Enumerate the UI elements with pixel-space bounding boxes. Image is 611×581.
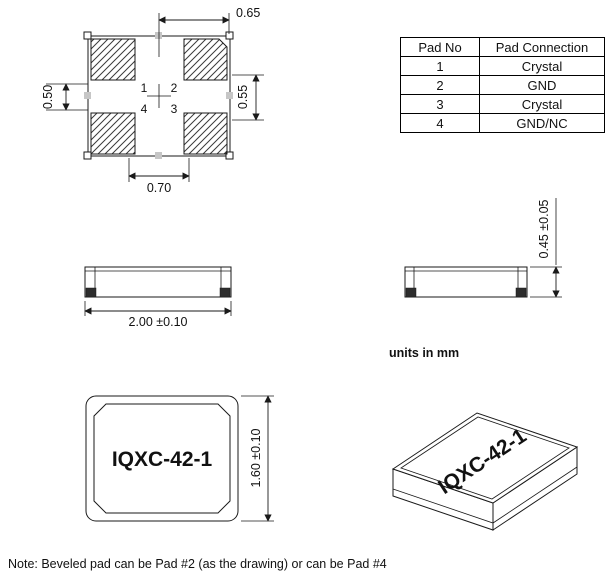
table-cell-connection: GND/NC — [479, 113, 605, 133]
dim-bottom: 0.70 — [128, 158, 190, 195]
dim-height-value: 0.45 ±0.05 — [537, 199, 551, 258]
corner-mark — [225, 31, 234, 40]
note-text: Note: Beveled pad can be Pad #2 (as the … — [8, 557, 387, 571]
part-number-text: IQXC-42-1 — [112, 448, 213, 471]
corner-mark — [225, 151, 234, 160]
dim-width-value: 2.00 ±0.10 — [129, 315, 188, 329]
pad-4 — [90, 112, 136, 155]
pad-2-label: 2 — [171, 81, 178, 95]
dim-left-value: 0.50 — [41, 85, 55, 109]
table-row: 4 GND/NC — [400, 113, 605, 133]
side-view-right: 0.45 ±0.05 — [404, 198, 562, 298]
pad-3 — [183, 112, 228, 155]
iso-view: IQXC-42-1 — [391, 412, 579, 531]
iso-base-seam — [392, 466, 578, 524]
units-label: units in mm — [389, 346, 459, 360]
table-cell-pad-no: 4 — [400, 113, 480, 133]
pad-3-label: 3 — [171, 102, 178, 116]
solder-pad — [515, 287, 527, 298]
solder-pad — [85, 287, 97, 298]
pad-2-beveled — [183, 38, 228, 81]
solder-pad — [219, 287, 231, 298]
center-cross — [147, 84, 171, 108]
edge-mark — [155, 152, 162, 159]
top-view-drawing: 1 2 3 4 0.65 0.55 0. — [41, 6, 264, 195]
dim-left: 0.50 — [41, 83, 88, 111]
dim-width: 2.00 ±0.10 — [84, 301, 232, 329]
lid-outline — [93, 403, 231, 514]
table-row: 3 Crystal — [400, 94, 605, 114]
edge-mark — [155, 32, 162, 39]
dim-top: 0.65 — [158, 6, 260, 57]
table-cell-pad-no: 3 — [400, 94, 480, 114]
table-header-row: Pad No Pad Connection — [400, 37, 605, 57]
table-cell-connection: Crystal — [479, 56, 605, 76]
dim-right: 0.55 — [232, 74, 264, 121]
edge-mark — [84, 92, 91, 99]
edge-mark — [226, 92, 233, 99]
dim-bottom-value: 0.70 — [147, 181, 171, 195]
dim-top-value: 0.65 — [236, 6, 260, 20]
pad-4-label: 4 — [141, 102, 148, 116]
side-view-left: 2.00 ±0.10 — [84, 266, 232, 329]
solder-pad — [405, 287, 417, 298]
corner-mark — [83, 31, 92, 40]
iso-lid-seam — [400, 416, 570, 500]
table-row: 2 GND — [400, 75, 605, 95]
table-cell-pad-no: 2 — [400, 75, 480, 95]
pad-connection-table: Pad No Pad Connection 1 Crystal 2 GND 3 … — [400, 37, 605, 133]
dim-right-value: 0.55 — [236, 85, 250, 109]
col-header-pad-connection: Pad Connection — [479, 37, 605, 57]
marking-view: IQXC-42-1 1.60 ±0.10 — [85, 395, 274, 522]
col-header-pad-no: Pad No — [400, 37, 480, 57]
table-cell-connection: GND — [479, 75, 605, 95]
dim-length-value: 1.60 ±0.10 — [249, 428, 263, 487]
table-cell-connection: Crystal — [479, 94, 605, 114]
corner-mark — [83, 151, 92, 160]
iso-top-face — [391, 412, 579, 504]
pad-1-label: 1 — [141, 81, 148, 95]
table-cell-pad-no: 1 — [400, 56, 480, 76]
table-row: 1 Crystal — [400, 56, 605, 76]
pad-1 — [90, 38, 136, 81]
dim-height: 0.45 ±0.05 — [530, 198, 562, 298]
dim-length: 1.60 ±0.10 — [241, 395, 274, 522]
